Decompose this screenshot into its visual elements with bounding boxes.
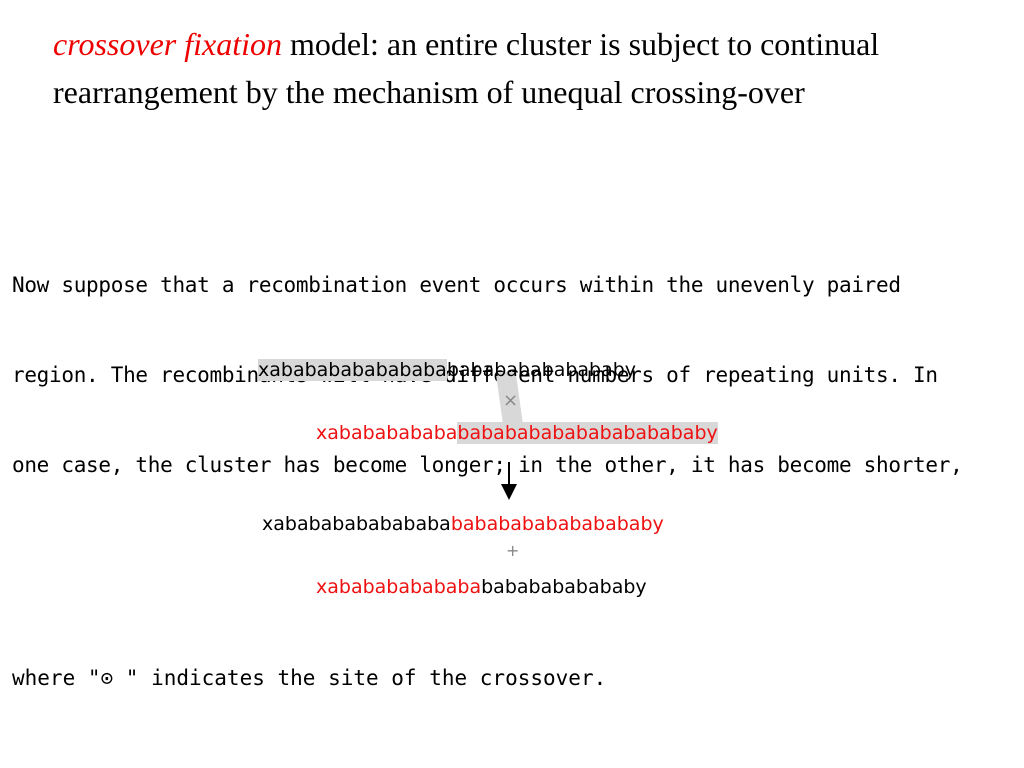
result-sequence-2: xabababababababababababababy: [316, 575, 647, 599]
result-1-right: bababababababababy: [450, 513, 664, 535]
sequence-top: xabababababababababababababababy: [258, 358, 636, 382]
sequence-top-right: babababababababy: [446, 359, 637, 381]
cross-icon: ×: [503, 390, 519, 411]
down-arrow-icon: [501, 462, 517, 500]
slide-title: crossover fixation model: an entire clus…: [53, 20, 953, 116]
result-2-left: xababababababa: [316, 576, 482, 598]
sequence-middle-right: bababababababababababy: [457, 422, 718, 444]
explanation-paragraph: Now suppose that a recombination event o…: [12, 210, 963, 510]
footer-note: where "⊙ " indicates the site of the cro…: [12, 666, 607, 690]
paragraph-line-1: Now suppose that a recombination event o…: [12, 273, 901, 297]
sequence-middle: xababababababababababababababababy: [316, 421, 718, 445]
title-term: crossover fixation: [53, 26, 282, 62]
sequence-middle-left: xabababababa: [316, 422, 458, 444]
sequence-top-left: xabababababababa: [258, 359, 447, 381]
plus-icon: +: [506, 541, 520, 560]
result-1-left: xabababababababa: [262, 513, 451, 535]
title-definition: model: an entire cluster is subject to c…: [53, 26, 880, 110]
result-sequence-1: xababababababababababababababababy: [262, 512, 664, 536]
paragraph-line-3: one case, the cluster has become longer;…: [12, 453, 963, 477]
result-2-right: bababababababy: [481, 576, 647, 598]
